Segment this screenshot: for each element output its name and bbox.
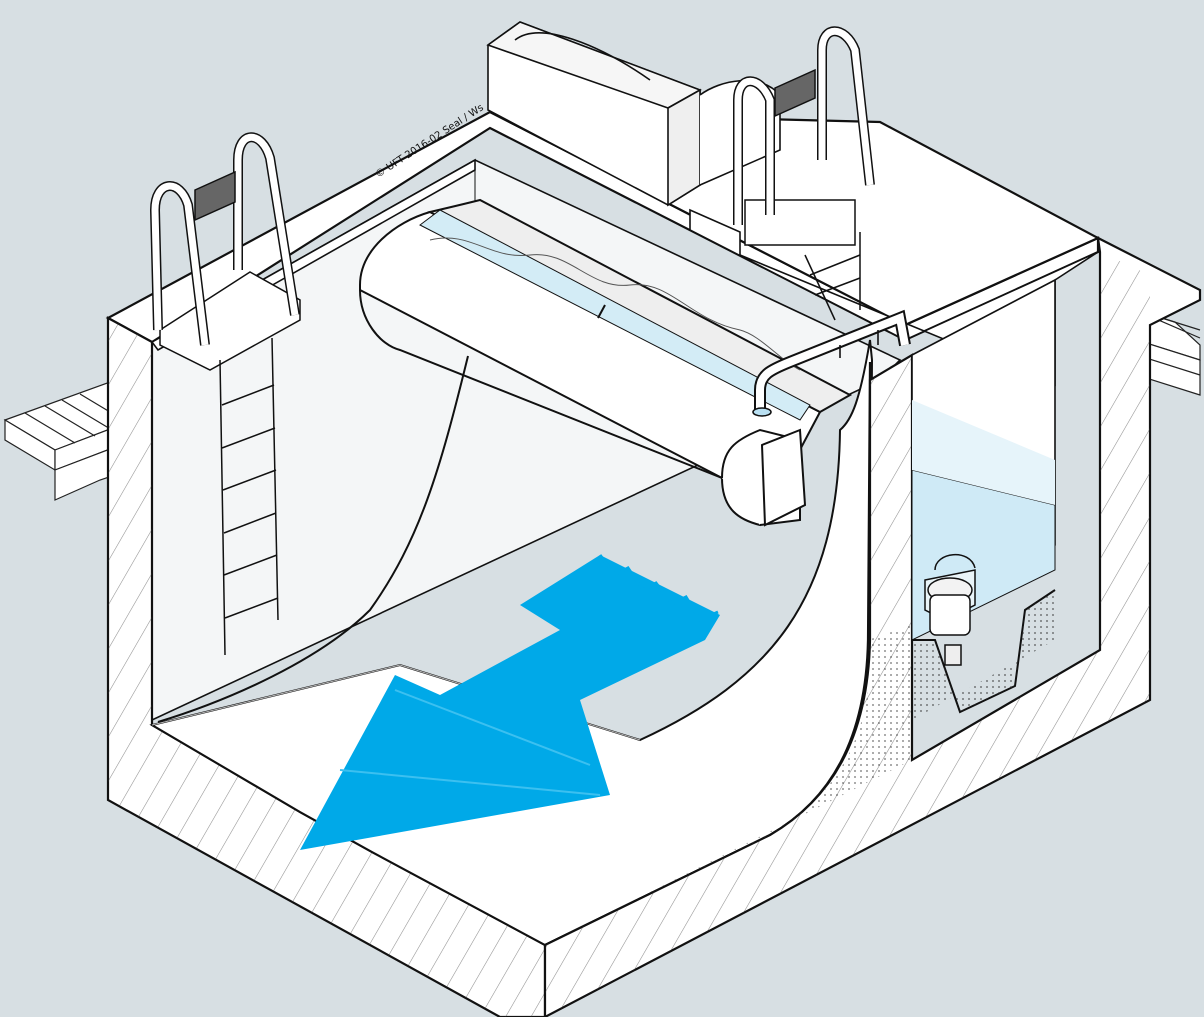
sump-water-compartment [911,278,1056,720]
inlet-pipe [752,309,911,417]
flow-direction-arrow [300,554,720,850]
left-ladder [149,132,301,656]
front-wall-section [543,236,1202,1017]
right-ladder [733,26,875,321]
sump-pump [924,553,976,666]
tilt-flush-trough [359,198,853,527]
